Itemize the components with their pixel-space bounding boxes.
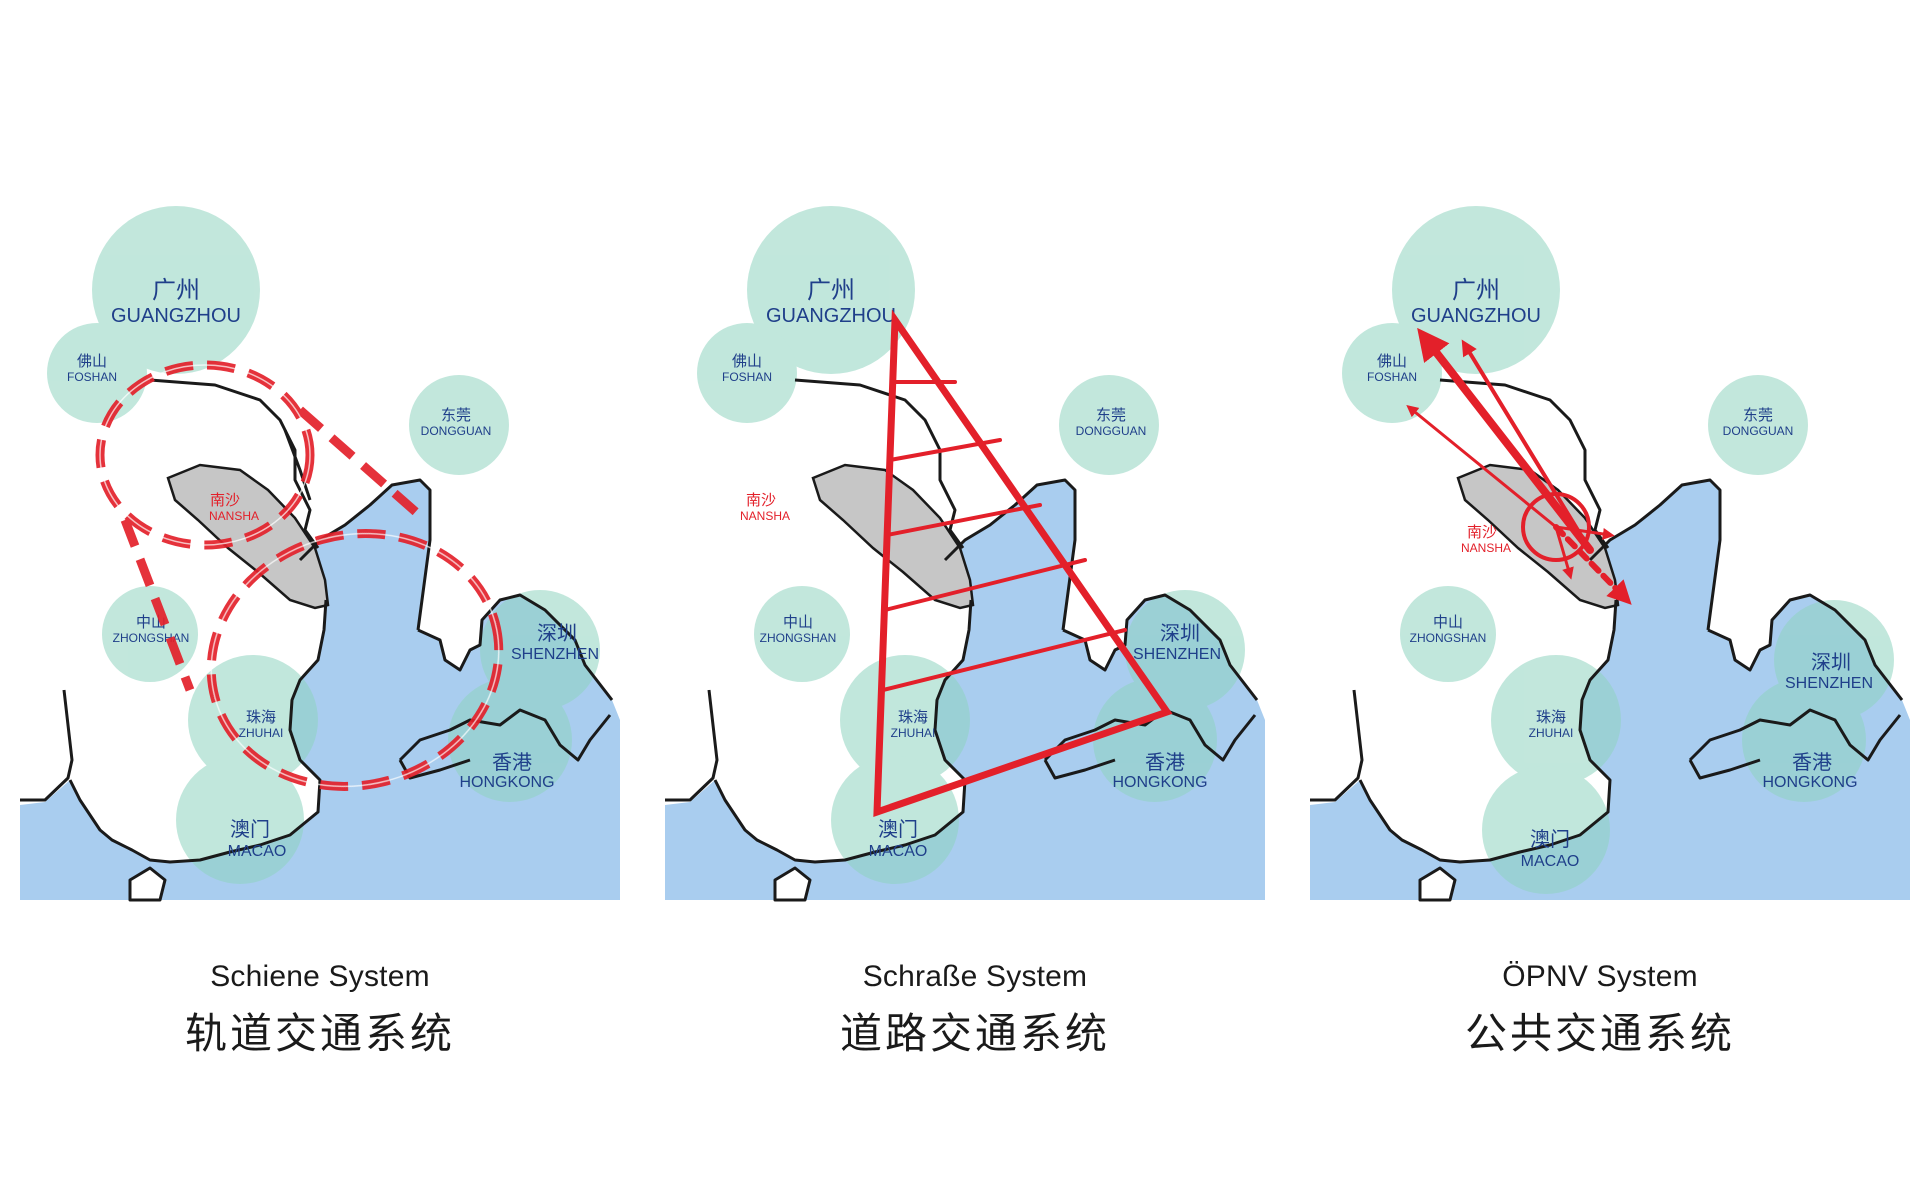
nansha-label-en: NANSHA: [1461, 541, 1511, 555]
foshan-label-zh: 佛山: [1377, 352, 1407, 370]
hongkong-label-zh: 香港: [1792, 750, 1832, 774]
zhongshan-label-zh: 中山: [783, 613, 813, 631]
hongkong-circle: [1742, 678, 1866, 802]
transit-radial-arrows: [1406, 327, 1632, 605]
macao-label-en: MACAO: [228, 843, 287, 860]
shenzhen-label-en: SHENZHEN: [511, 646, 599, 663]
dongguan-label-zh: 东莞: [1096, 406, 1126, 424]
panel-transit-system: 广州 GUANGZHOU 佛山 FOSHAN 东莞 DONGGUAN 南沙 NA…: [1280, 0, 1920, 1200]
zhongshan-label-en: ZHONGSHAN: [1410, 631, 1487, 645]
zhuhai-circle: [188, 655, 318, 785]
zhongshan-label-en: ZHONGSHAN: [113, 631, 190, 645]
coastlines: [1310, 378, 1904, 902]
foshan-circle: [697, 323, 797, 423]
sea-area: [20, 480, 620, 900]
caption-rail-de: Schiene System: [210, 960, 430, 993]
foshan-label-en: FOSHAN: [1367, 370, 1417, 384]
macao-label-zh: 澳门: [878, 817, 918, 841]
zhuhai-circle: [840, 655, 970, 785]
macao-circle: [831, 756, 959, 884]
dongguan-label-zh: 东莞: [441, 406, 471, 424]
macao-circle: [1482, 766, 1610, 894]
shenzhen-label-en: SHENZHEN: [1785, 675, 1873, 692]
macao-label-zh: 澳门: [230, 817, 270, 841]
guangzhou-circle: [92, 206, 260, 374]
macao-label-en: MACAO: [1521, 853, 1580, 870]
zhuhai-label-en: ZHUHAI: [1529, 726, 1574, 740]
shenzhen-label-en: SHENZHEN: [1133, 646, 1221, 663]
zhongshan-circle: [1400, 586, 1496, 682]
sea-area: [665, 480, 1265, 900]
rail-dashed-rings: [95, 360, 504, 791]
map-transit-system: 广州 GUANGZHOU 佛山 FOSHAN 东莞 DONGGUAN 南沙 NA…: [1310, 206, 1910, 902]
macao-label-zh: 澳门: [1530, 827, 1570, 851]
foshan-label-zh: 佛山: [732, 352, 762, 370]
zhuhai-label-zh: 珠海: [898, 708, 928, 726]
macao-circle: [176, 756, 304, 884]
dongguan-label-en: DONGGUAN: [1076, 424, 1147, 438]
guangzhou-label-en: GUANGZHOU: [766, 305, 896, 327]
hongkong-circle: [1093, 678, 1217, 802]
zhuhai-label-zh: 珠海: [1536, 708, 1566, 726]
nansha-label-en: NANSHA: [740, 509, 790, 523]
nansha-label-zh: 南沙: [746, 491, 776, 509]
hongkong-label-en: HONGKONG: [1112, 774, 1207, 791]
map-rail-system: 广州 GUANGZHOU 佛山 FOSHAN 东莞 DONGGUAN 南沙 NA…: [20, 206, 620, 902]
foshan-label-zh: 佛山: [77, 352, 107, 370]
hongkong-label-zh: 香港: [1145, 750, 1185, 774]
caption-road-de: Schraße System: [862, 960, 1088, 993]
hongkong-label-en: HONGKONG: [459, 774, 554, 791]
road-triangle-grid: [873, 309, 1173, 817]
guangzhou-label-zh: 广州: [807, 276, 855, 304]
city-circles: [697, 206, 1245, 884]
nansha-label-zh: 南沙: [210, 491, 240, 509]
hongkong-label-en: HONGKONG: [1762, 774, 1857, 791]
guangzhou-label-zh: 广州: [152, 276, 200, 304]
foshan-label-en: FOSHAN: [67, 370, 117, 384]
caption-road-zh: 道路交通系统: [839, 1009, 1110, 1058]
caption-rail-zh: 轨道交通系统: [184, 1009, 455, 1058]
dongguan-label-zh: 东莞: [1743, 406, 1773, 424]
zhuhai-label-zh: 珠海: [246, 708, 276, 726]
dongguan-circle: [1059, 375, 1159, 475]
zhongshan-label-en: ZHONGSHAN: [760, 631, 837, 645]
caption-transit-zh: 公共交通系统: [1464, 1009, 1735, 1058]
zhongshan-circle: [754, 586, 850, 682]
nansha-district: [1456, 463, 1620, 610]
zhongshan-label-zh: 中山: [1433, 613, 1463, 631]
dongguan-label-en: DONGGUAN: [1723, 424, 1794, 438]
nansha-district: [811, 463, 975, 610]
guangzhou-circle: [747, 206, 915, 374]
shenzhen-label-zh: 深圳: [1160, 621, 1200, 645]
dongguan-label-en: DONGGUAN: [421, 424, 492, 438]
foshan-circle: [1342, 323, 1442, 423]
macao-label-en: MACAO: [869, 843, 928, 860]
caption-transit-de: ÖPNV System: [1502, 960, 1698, 993]
map-road-system: 广州 GUANGZHOU 佛山 FOSHAN 东莞 DONGGUAN 南沙 NA…: [665, 206, 1265, 902]
dongguan-circle: [1708, 375, 1808, 475]
panel-rail-system: 广州 GUANGZHOU 佛山 FOSHAN 东莞 DONGGUAN 南沙 NA…: [0, 0, 640, 1200]
nansha-label-en: NANSHA: [209, 509, 259, 523]
nansha-label-zh: 南沙: [1467, 523, 1497, 541]
hongkong-label-zh: 香港: [492, 750, 532, 774]
guangzhou-label-zh: 广州: [1452, 276, 1500, 304]
guangzhou-label-en: GUANGZHOU: [111, 305, 241, 327]
shenzhen-label-zh: 深圳: [1811, 650, 1851, 674]
foshan-label-en: FOSHAN: [722, 370, 772, 384]
foshan-circle: [47, 323, 147, 423]
panel-road-system: 广州 GUANGZHOU 佛山 FOSHAN 东莞 DONGGUAN 南沙 NA…: [655, 0, 1295, 1200]
dongguan-circle: [409, 375, 509, 475]
shenzhen-label-zh: 深圳: [537, 621, 577, 645]
guangzhou-label-en: GUANGZHOU: [1411, 305, 1541, 327]
zhuhai-label-en: ZHUHAI: [239, 726, 284, 740]
zhuhai-label-en: ZHUHAI: [891, 726, 936, 740]
